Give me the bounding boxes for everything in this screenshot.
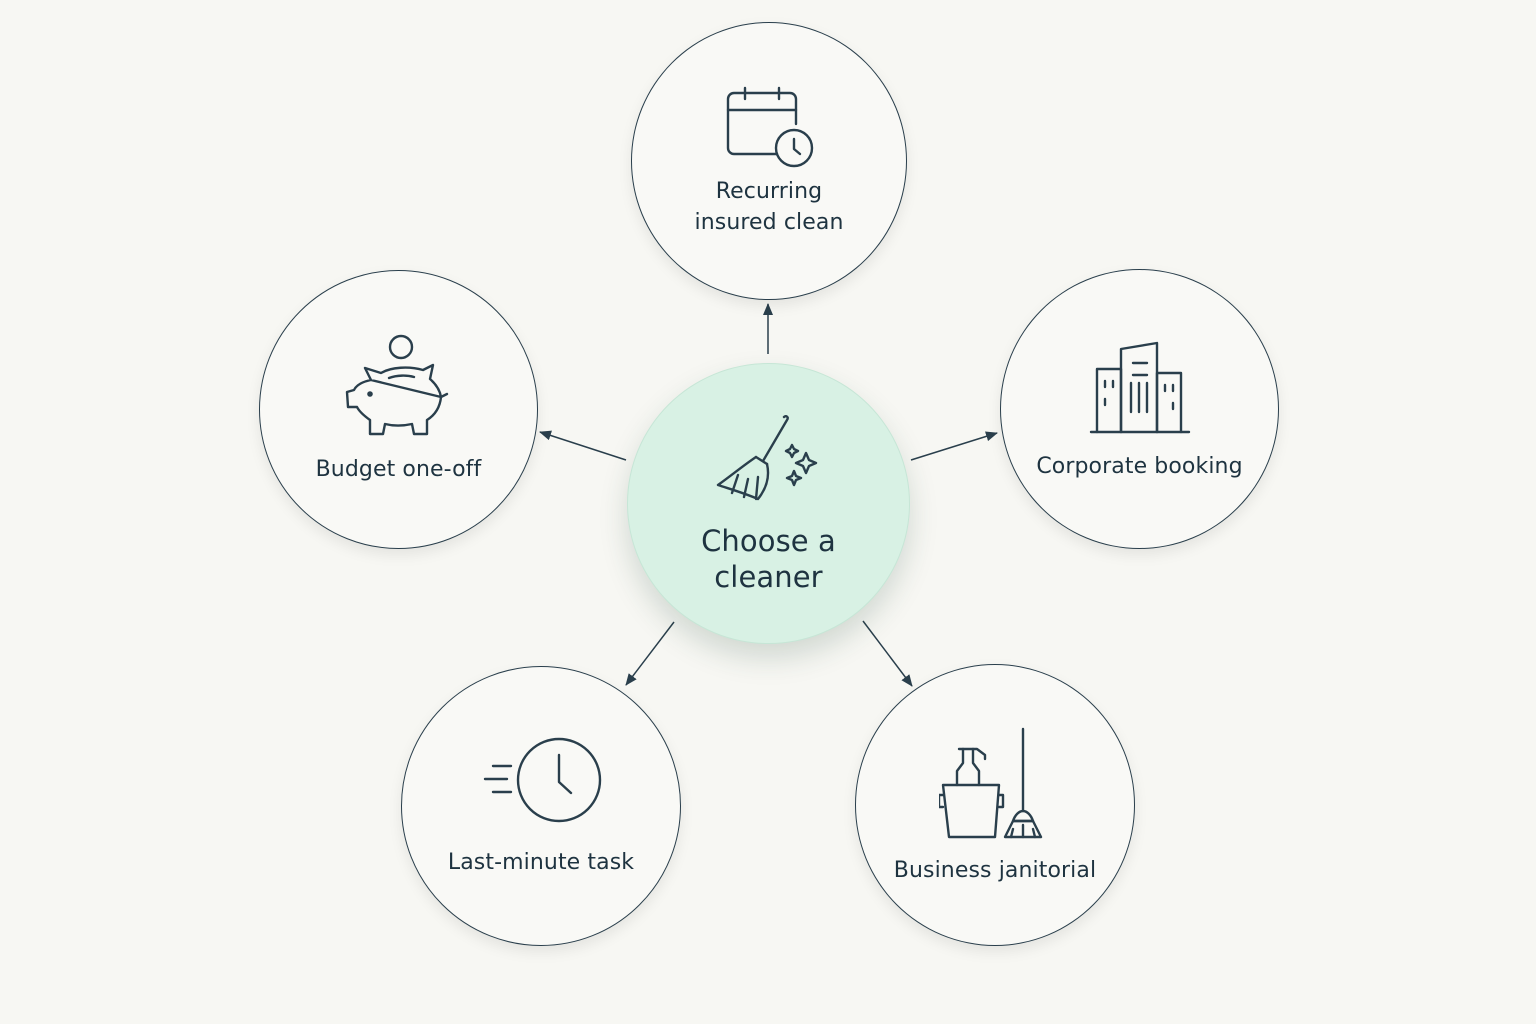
center-label: Choose a cleaner <box>701 523 836 594</box>
piggy-bank-icon <box>345 334 448 436</box>
option-label: Last-minute task <box>447 849 635 875</box>
option-budget-one-off[interactable]: Budget one-off <box>259 270 538 549</box>
calendar-clock-icon <box>726 86 814 168</box>
center-node-choose-cleaner[interactable]: Choose a cleaner <box>627 363 910 644</box>
cleaning-supplies-icon <box>939 727 1043 838</box>
option-label: Business janitorial <box>893 857 1097 883</box>
arrow-to-corporate <box>910 431 998 461</box>
option-last-minute-task[interactable]: Last-minute task <box>401 666 681 946</box>
option-corporate-booking[interactable]: Corporate booking <box>1000 269 1279 549</box>
arrow-to-last-minute <box>625 621 675 686</box>
option-label: Budget one-off <box>315 457 482 482</box>
fast-clock-icon <box>483 737 602 822</box>
office-buildings-icon <box>1089 341 1190 433</box>
option-label: Corporate booking <box>1036 453 1243 479</box>
arrow-to-janitorial <box>862 620 913 687</box>
arrow-to-budget <box>539 430 627 461</box>
broom-sparkle-icon <box>716 414 817 500</box>
option-label: Recurring insured clean <box>694 179 844 235</box>
option-business-janitorial[interactable]: Business janitorial <box>855 664 1135 946</box>
option-recurring-insured-clean[interactable]: Recurring insured clean <box>631 22 907 300</box>
